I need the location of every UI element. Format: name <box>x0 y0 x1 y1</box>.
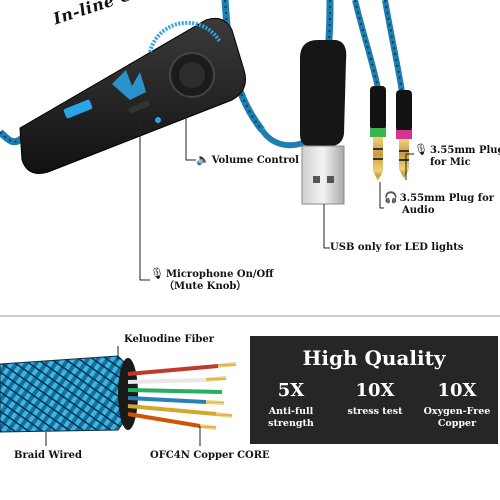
mic-switch-label: 🎙Microphone On/Off （Mute Knob） <box>150 267 274 293</box>
cable-cross-section <box>0 355 238 433</box>
braid-label: Braid Wired <box>14 450 82 461</box>
inner-wires <box>127 362 238 430</box>
stat-stress: 10X stress test <box>334 380 416 418</box>
fiber-label: Keluodine Fiber <box>124 334 214 345</box>
stat-value: 10X <box>355 380 395 401</box>
stat-desc: stress test <box>347 406 403 417</box>
callout-lines <box>139 95 414 281</box>
usb-plug <box>300 40 347 205</box>
mic-plug-label: 🎙3.55mm Plug for Mic <box>414 143 500 169</box>
copper-label: OFC4N Copper CORE <box>150 450 270 461</box>
audio-plug-label: 🎧3.55mm Plug for Audio <box>384 191 495 217</box>
stat-value: 5X <box>277 380 305 401</box>
microphone-icon: 🎙 <box>414 143 428 156</box>
headphones-icon: 🎧 <box>384 191 398 204</box>
stat-strength: 5X Anti-full strength <box>250 380 332 430</box>
bottom-callout-lines <box>45 346 201 446</box>
usb-label: USB only for LED lights <box>330 242 464 253</box>
stat-value: 10X <box>437 380 477 401</box>
high-quality-title: High Quality <box>302 346 446 370</box>
speaker-icon: 🔈 <box>196 153 210 166</box>
audio-plug <box>370 86 386 181</box>
volume-control-label: 🔈Volume Control <box>196 153 299 167</box>
muted-microphone-icon: 🎙 <box>150 267 164 280</box>
stat-desc: Anti-full strength <box>268 406 314 429</box>
inline-control-body <box>19 17 246 174</box>
high-quality-panel: High Quality 5X Anti-full strength 10X s… <box>250 336 498 444</box>
mic-plug <box>396 90 412 179</box>
